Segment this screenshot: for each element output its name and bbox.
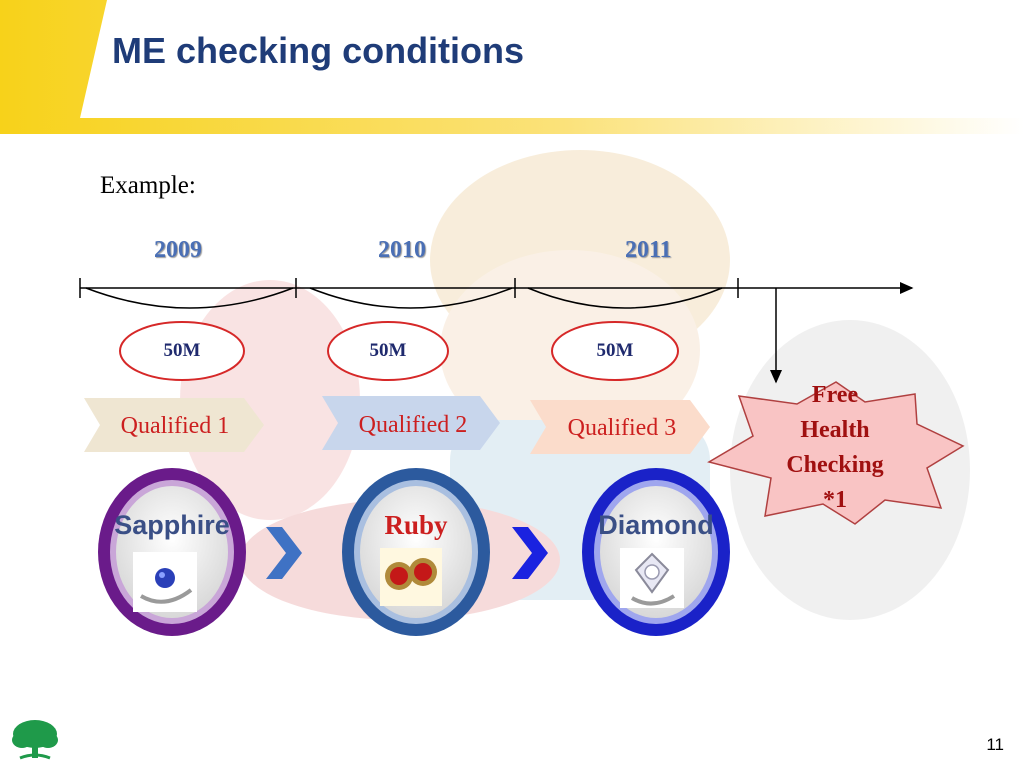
sapphire-ring-image [133,552,197,612]
brace-2011 [527,287,723,309]
amount-oval-2 [327,321,449,381]
amount-2011: 50M [596,340,634,361]
chevron-right-icon [512,527,548,579]
ruby-earrings-image [380,548,442,606]
amount-2010: 50M [369,340,407,361]
diamond-label: Diamond [598,510,714,540]
page-number: 11 [986,735,1004,754]
amount-oval-3 [551,321,679,381]
year-2011: 2011 [625,237,672,263]
header-white-panel [80,0,1024,118]
diamond-ring-image [620,548,684,608]
reward-text: Free Health Checking *1 [765,378,905,518]
reward-line-2: Health [800,417,870,443]
ruby-label: Ruby [384,510,448,540]
qualified-1-shape [84,398,264,452]
chevron-right-icon [266,527,302,579]
page-title: ME checking conditions [112,30,525,71]
qualified-2-shape [322,396,500,450]
amount-oval-1 [119,321,245,381]
qualified-1-label: Qualified 1 [120,413,230,439]
tree-logo-icon [12,720,58,760]
amount-2009: 50M [163,340,201,361]
qualified-2-label: Qualified 2 [358,412,468,438]
reward-line-4: *1 [823,487,847,513]
reward-line-3: Checking [786,452,884,478]
brace-2010 [309,287,513,309]
qualified-3-shape [530,400,710,454]
reward-line-1: Free [811,382,859,408]
year-2009: 2009 [154,237,202,263]
example-label: Example: [100,172,196,199]
qualified-3-label: Qualified 3 [567,415,677,441]
brace-2009 [85,287,294,309]
year-2010: 2010 [378,237,426,263]
reward-starburst [707,381,965,525]
sapphire-label: Sapphire [114,510,230,540]
timeline [79,278,914,384]
